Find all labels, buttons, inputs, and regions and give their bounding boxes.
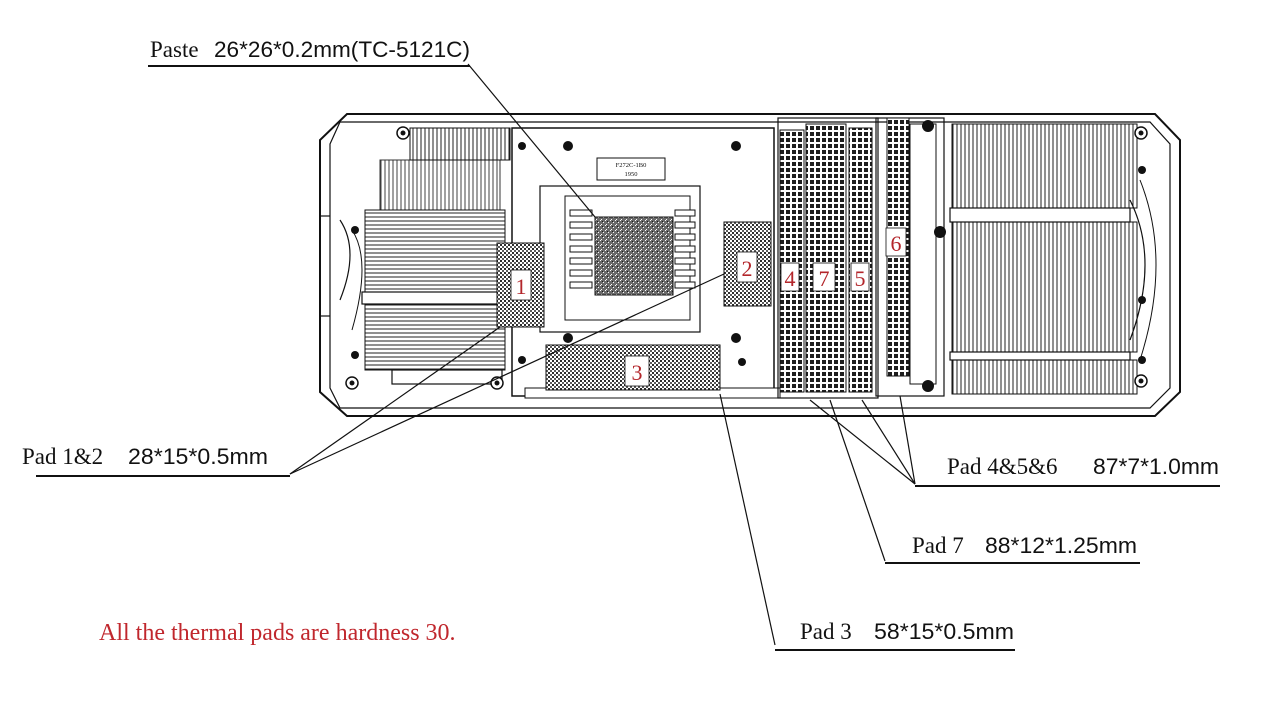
pad456-label: Pad 4&5&6 (947, 454, 1058, 479)
memory-strips (777, 117, 879, 399)
callout-paste: Paste 26*26*0.2mm(TC-5121C) (148, 37, 470, 67)
pad-4 (779, 129, 805, 393)
thermal-paste-area (594, 216, 674, 296)
pad12-label: Pad 1&2 (22, 444, 103, 469)
callout-pad-4-5-6: Pad 4&5&6 87*7*1.0mm (915, 454, 1220, 487)
gpu-cold-plate (511, 127, 781, 399)
chip-label-line2: 1950 (625, 171, 638, 178)
pad12-value: 28*15*0.5mm (128, 444, 268, 469)
callout-pad-1-2: Pad 1&2 28*15*0.5mm (22, 444, 290, 477)
pad-5 (848, 127, 873, 393)
right-heatsink (949, 123, 1157, 395)
pad-2-number: 2 (742, 256, 753, 281)
pad3-label: Pad 3 (800, 619, 852, 644)
pad-6-number: 6 (891, 231, 902, 256)
callout-pad-3: Pad 3 58*15*0.5mm (775, 619, 1015, 651)
leader-lines (289, 63, 916, 646)
card-outline (319, 113, 1181, 417)
pad-7 (805, 123, 847, 393)
pad-number-labels: 1 2 3 4 7 5 6 (510, 227, 907, 387)
pad-5-number: 5 (855, 266, 866, 291)
callout-pad-7: Pad 7 88*12*1.25mm (885, 533, 1140, 564)
pad456-value: 87*7*1.0mm (1093, 454, 1219, 479)
pad-6-area (875, 117, 946, 397)
pad-3-number: 3 (632, 360, 643, 385)
left-heatsink (339, 126, 511, 390)
chip-label-line1: F272C-1B0 (616, 162, 647, 169)
paste-value: 26*26*0.2mm(TC-5121C) (214, 37, 470, 62)
pad7-label: Pad 7 (912, 533, 964, 558)
pad3-value: 58*15*0.5mm (874, 619, 1014, 644)
pad-1-number: 1 (516, 274, 527, 299)
chip-marking: F272C-1B0 1950 (596, 157, 666, 181)
pad7-value: 88*12*1.25mm (985, 533, 1137, 558)
pad-4-number: 4 (785, 266, 796, 291)
pad-7-number: 7 (819, 266, 830, 291)
hardness-note: All the thermal pads are hardness 30. (99, 620, 456, 646)
paste-label: Paste (150, 37, 199, 62)
